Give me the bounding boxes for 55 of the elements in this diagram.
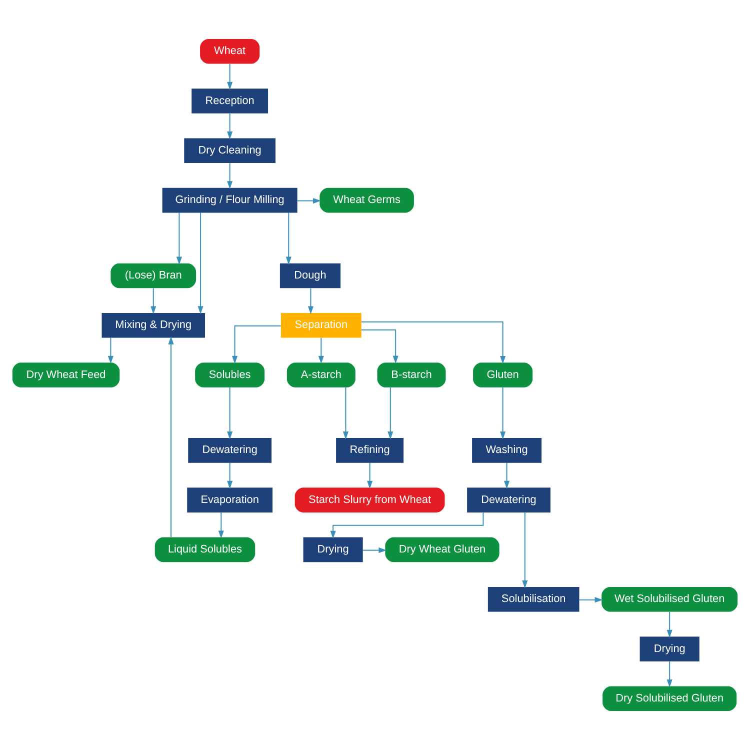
node-box: Starch Slurry from Wheat	[294, 488, 445, 512]
node-box: Dewatering	[467, 488, 550, 512]
node-box: Dewatering	[188, 438, 272, 463]
node-box: A-starch	[286, 362, 356, 388]
arrow	[388, 386, 394, 440]
node-box: Wheat Germs	[320, 188, 414, 213]
node-box: Dough	[280, 263, 340, 288]
arrow	[218, 512, 224, 539]
arrow	[108, 337, 114, 364]
arrow	[360, 321, 506, 364]
arrow	[232, 325, 282, 364]
arrow	[227, 386, 233, 440]
arrow	[342, 386, 348, 440]
arrow	[666, 661, 672, 688]
node-box: Separation	[280, 312, 362, 338]
node-box: B-starch	[377, 362, 446, 388]
node-box: Liquid Solubles	[154, 537, 256, 562]
arrow	[227, 113, 233, 140]
node-box: Drying	[303, 537, 363, 562]
arrow	[168, 336, 174, 538]
node-box: Dry Wheat Feed	[12, 362, 120, 388]
node-box: Dry Cleaning	[184, 138, 276, 164]
node-box: Dry Wheat Gluten	[385, 537, 500, 562]
arrow	[367, 462, 373, 489]
arrow	[362, 547, 387, 553]
arrow	[150, 288, 156, 314]
node-box: (Lose) Bran	[110, 263, 196, 288]
arrow	[227, 162, 233, 190]
node-box: Wheat	[200, 38, 260, 64]
arrow	[360, 329, 398, 364]
arrow	[522, 512, 528, 588]
node-box: Refining	[336, 438, 404, 463]
arrow	[504, 462, 510, 489]
node-box: Gluten	[473, 362, 533, 388]
node-box: Wet Solubilised Gluten	[602, 586, 738, 612]
arrow	[176, 212, 182, 265]
node-box: Evaporation	[187, 488, 272, 512]
arrow	[227, 63, 233, 90]
arrow	[318, 337, 324, 364]
node-box: Dry Solubilised Gluten	[602, 686, 737, 712]
arrow	[578, 597, 603, 603]
arrow	[227, 462, 233, 489]
arrow	[286, 212, 292, 265]
arrow	[297, 198, 321, 204]
node-box: Reception	[192, 88, 268, 114]
node-box: Washing	[472, 438, 542, 463]
arrow	[666, 611, 672, 638]
node-box: Mixing & Drying	[102, 312, 205, 338]
arrow	[500, 386, 506, 440]
node-box: Solubles	[195, 362, 265, 388]
node-box: Grinding / Flour Milling	[162, 188, 298, 213]
node-box: Solubilisation	[488, 586, 580, 612]
arrow	[198, 212, 204, 314]
arrow	[308, 288, 314, 314]
node-box: Drying	[640, 636, 700, 662]
